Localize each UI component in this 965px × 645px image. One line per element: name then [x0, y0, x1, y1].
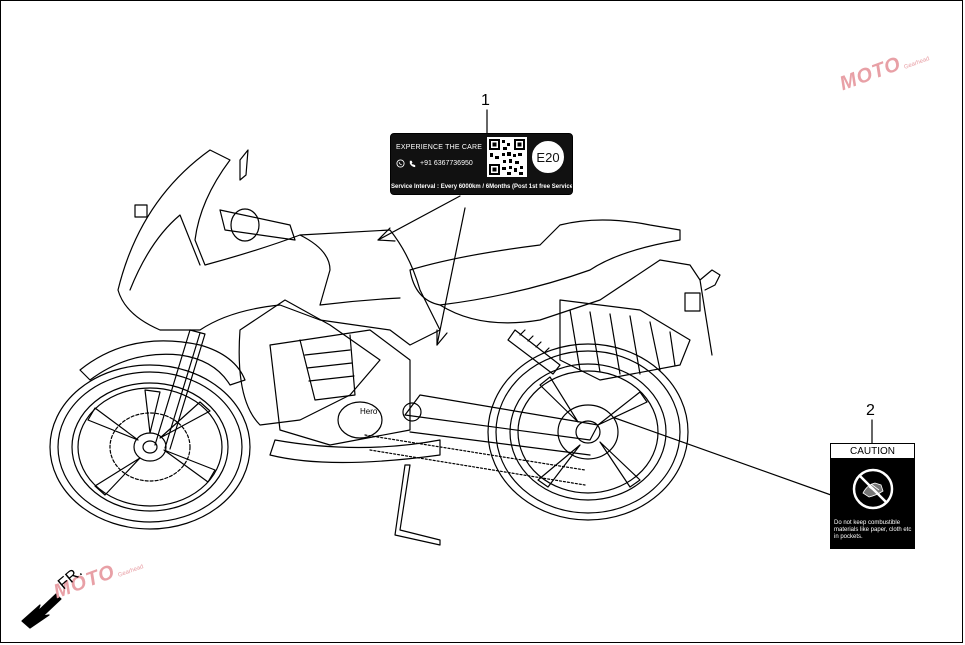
luggage-rack: [559, 299, 691, 381]
callout-1: 1: [481, 92, 490, 109]
sticker-phone: +91 6367736950: [420, 160, 473, 167]
engine: Hero: [269, 329, 411, 446]
front-wheel: [49, 364, 251, 530]
swingarm: [402, 394, 599, 456]
rear-shock: [507, 329, 561, 375]
front-fork: [79, 329, 246, 450]
handlebar: [219, 208, 296, 242]
seat-tail: [409, 219, 721, 356]
body-fairing: [117, 149, 441, 464]
drive-chain: [364, 434, 586, 486]
e20-badge: E20: [529, 138, 567, 176]
qr-code-icon: [487, 137, 527, 177]
whatsapp-icon: [396, 159, 405, 168]
sticker-title: EXPERIENCE THE CARE: [396, 144, 483, 151]
front-arrow-icon: [21, 593, 62, 629]
service-interval: Service Interval : Every 6000km / 6Month…: [391, 180, 572, 194]
callout-2: 2: [866, 402, 875, 419]
no-combustibles-icon: [852, 468, 894, 510]
caution-sticker: CAUTION Do not keep combustible material…: [830, 443, 915, 549]
sticker-phone-row: +91 6367736950: [396, 159, 473, 168]
brand-mark: Hero: [360, 407, 378, 416]
caution-heading: CAUTION: [831, 444, 914, 459]
service-sticker: EXPERIENCE THE CARE +91 6367736950 E20 S…: [390, 133, 573, 195]
side-stand: [394, 464, 441, 546]
caution-text: Do not keep combustible materials like p…: [834, 520, 912, 540]
phone-icon: [409, 160, 416, 168]
rear-wheel: [487, 343, 689, 521]
leader-lines: [377, 109, 873, 501]
